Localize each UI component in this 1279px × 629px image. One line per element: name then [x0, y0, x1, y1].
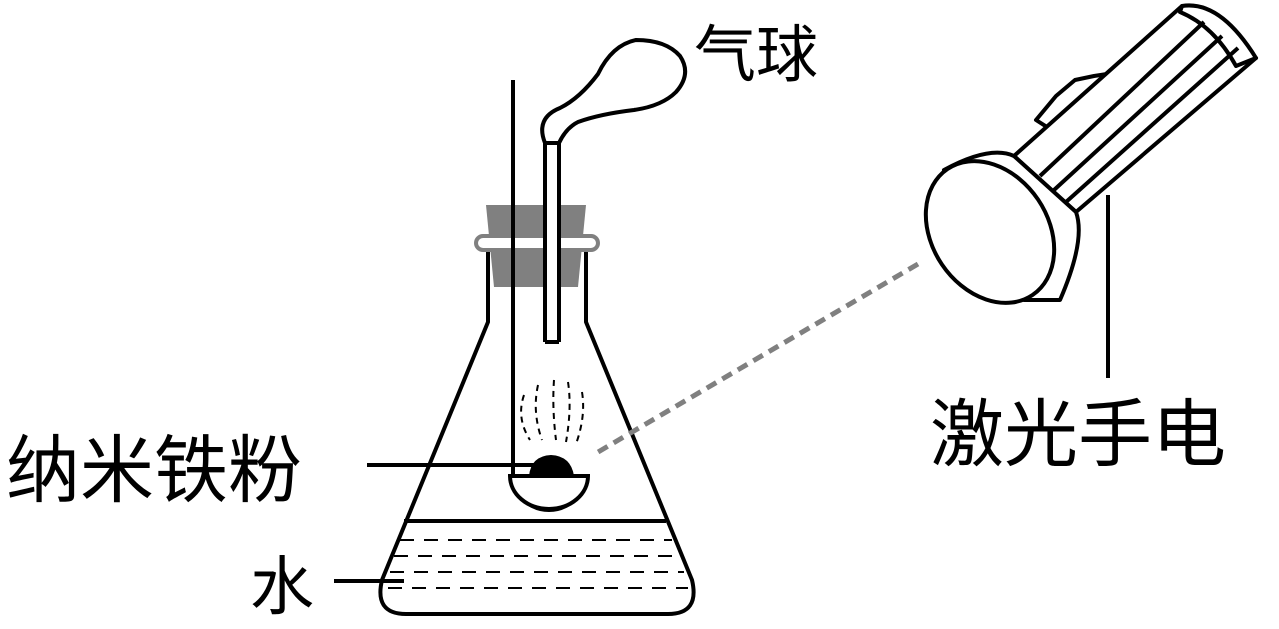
iron-powder-heap: [529, 455, 574, 476]
evaporating-dish: [507, 474, 591, 511]
laser-flashlight: [923, 3, 1258, 305]
balloon-label: 气球: [694, 18, 819, 91]
glass-tube: [543, 143, 561, 344]
water-body: [375, 519, 695, 612]
flask-rim-ring: [474, 234, 600, 252]
flashlight-lens: [923, 159, 1057, 305]
reaction-marks: [520, 379, 585, 445]
balloon: [540, 38, 688, 145]
water-dash-lines: [388, 539, 688, 589]
nano-iron-powder-label: 纳米铁粉: [6, 428, 302, 514]
conical-flask: [378, 252, 696, 616]
water-label: 水: [250, 551, 314, 625]
laser-beam: [591, 261, 920, 458]
laser-flashlight-label: 激光手电: [930, 392, 1226, 478]
